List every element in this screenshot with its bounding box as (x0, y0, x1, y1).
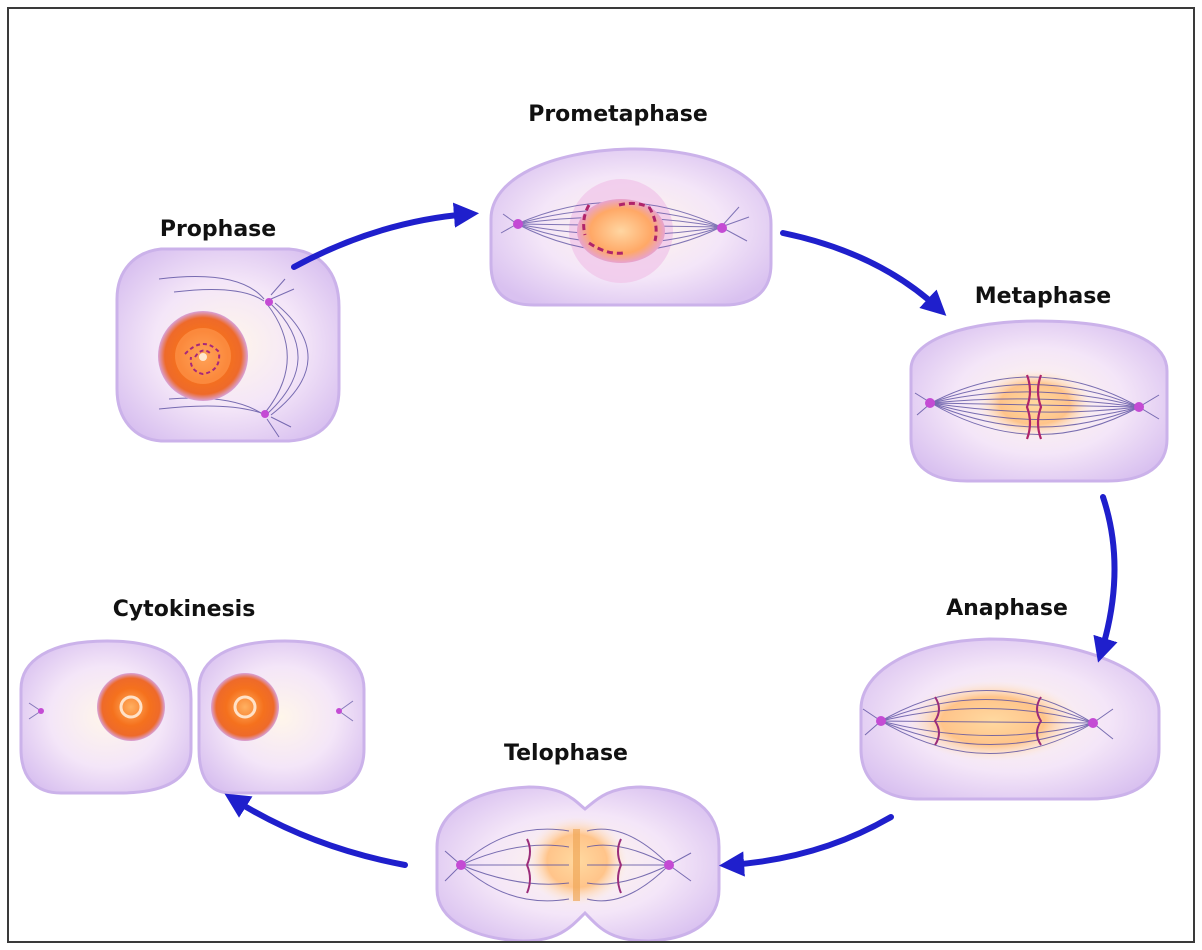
anaphase-cell (861, 639, 1159, 799)
arrow-metaphase-to-anaphase (1101, 497, 1115, 653)
cytokinesis-cells (21, 641, 364, 793)
stage-label-metaphase: Metaphase (975, 284, 1111, 309)
arrow-anaphase-to-telophase (729, 817, 891, 865)
metaphase-cell (911, 321, 1167, 481)
stage-label-cytokinesis: Cytokinesis (113, 597, 256, 622)
diagram-frame: Prophase Prometaphase Metaphase Anaphase… (7, 7, 1195, 943)
prometaphase-cell (491, 149, 771, 305)
stage-label-prophase: Prophase (160, 217, 276, 242)
mitosis-cycle-diagram (9, 9, 1195, 943)
prophase-cell (117, 249, 339, 441)
arrow-telophase-to-cytokinesis (233, 799, 405, 865)
stage-label-anaphase: Anaphase (946, 596, 1068, 621)
stage-label-prometaphase: Prometaphase (528, 102, 708, 127)
stage-label-telophase: Telophase (504, 741, 628, 766)
arrow-prometaphase-to-metaphase (783, 233, 939, 309)
telophase-cell (437, 787, 719, 941)
